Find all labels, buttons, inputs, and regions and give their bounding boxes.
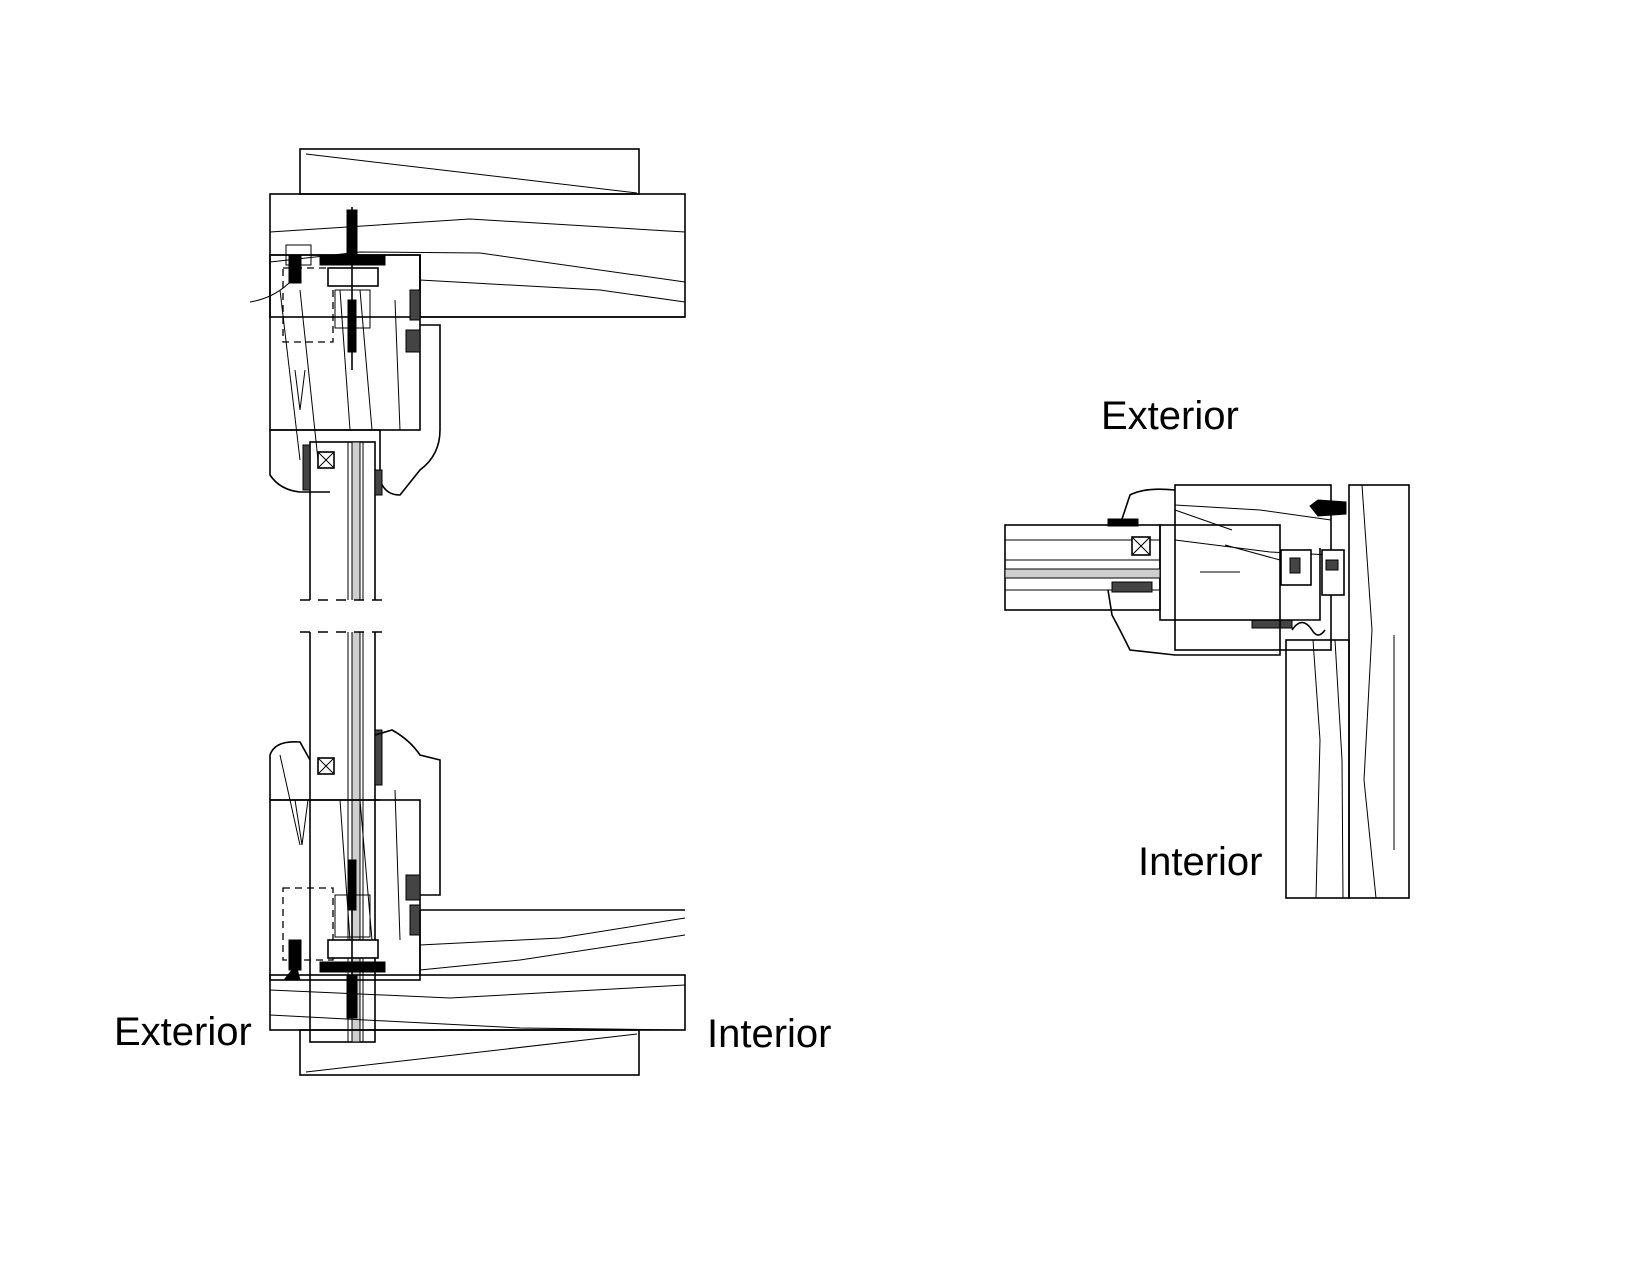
head-sash — [269, 254, 441, 496]
head-frame — [269, 193, 686, 318]
vertical-section — [249, 148, 686, 1076]
head-hardware — [249, 207, 421, 370]
sill-frame — [269, 909, 686, 1031]
exterior-label-vertical: Exterior — [114, 1010, 252, 1054]
sill-board — [299, 1029, 640, 1076]
glass-unit-horizontal — [1004, 518, 1161, 611]
sill-hardware — [282, 859, 421, 1019]
exterior-label-horizontal: Exterior — [1101, 394, 1239, 438]
jamb-wall — [1285, 484, 1410, 899]
side-frame — [1174, 484, 1347, 651]
interior-label-vertical: Interior — [707, 1012, 832, 1056]
interior-label-horizontal: Interior — [1138, 840, 1263, 884]
head-lintel-board — [299, 148, 640, 195]
horizontal-section — [1004, 484, 1410, 899]
